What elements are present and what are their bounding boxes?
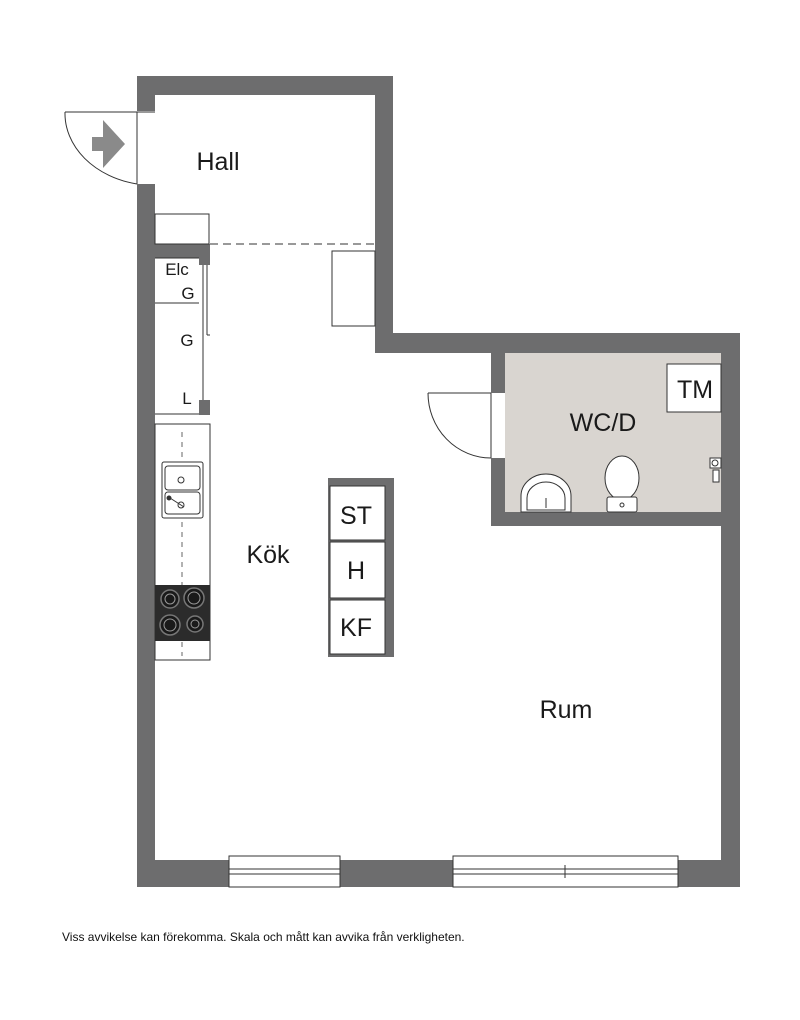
closet-column [155, 257, 210, 415]
window-left [228, 855, 341, 888]
hall-shelf [154, 213, 210, 245]
room-label-hall: Hall [196, 148, 239, 176]
shower-icon [709, 457, 722, 483]
label-g1: G [181, 284, 194, 303]
room-label-kitchen: Kök [246, 541, 290, 569]
disclaimer-text: Viss avvikelse kan förekomma. Skala och … [62, 930, 465, 944]
label-l: L [182, 389, 191, 408]
wardrobe [331, 250, 376, 327]
walls [137, 76, 740, 887]
window-right [452, 855, 679, 888]
label-kf: KF [340, 614, 372, 642]
entry-arrow-icon [92, 120, 125, 168]
toilet-icon [604, 455, 640, 513]
room-label-living: Rum [540, 696, 593, 724]
washing-machine [666, 363, 722, 413]
kitchen-sink-icon [161, 461, 204, 519]
stove-icon [155, 585, 210, 641]
room-label-bath: WC/D [570, 409, 637, 437]
label-h: H [347, 557, 365, 585]
bathroom-door [427, 392, 492, 459]
appliance-cabinet [328, 478, 394, 657]
entrance-door [64, 111, 155, 185]
label-tm: TM [677, 376, 713, 404]
label-st: ST [340, 502, 372, 530]
label-elc: Elc [165, 260, 189, 279]
label-g2: G [180, 331, 193, 350]
washbasin-icon [520, 473, 572, 513]
